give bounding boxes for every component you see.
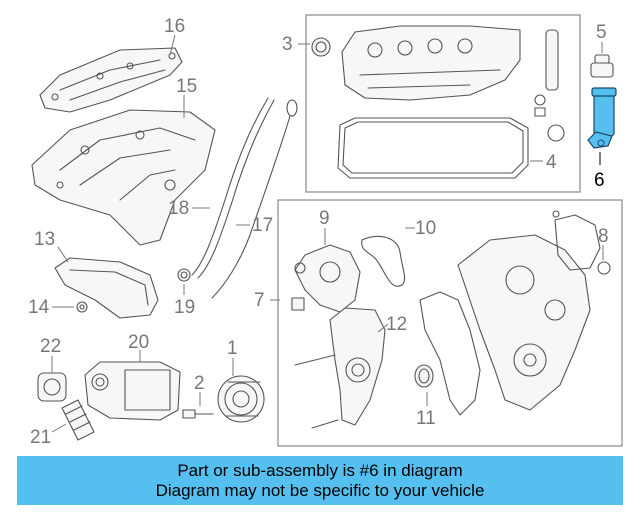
part-6-highlighted-part[interactable] — [587, 87, 617, 149]
callout-7[interactable]: 7 — [254, 290, 265, 311]
part-20-oil-filter-housing[interactable] — [84, 361, 181, 421]
callout-8[interactable]: 8 — [598, 226, 609, 247]
callout-21[interactable]: 21 — [30, 427, 51, 448]
callout-22[interactable]: 22 — [40, 336, 61, 357]
oil-filler-tube[interactable] — [534, 29, 559, 117]
part-22-oil-filter-cap[interactable] — [37, 372, 67, 402]
part-2-bolt[interactable] — [182, 409, 214, 419]
part-21-oil-filter[interactable] — [61, 399, 95, 441]
callout-16[interactable]: 16 — [164, 16, 185, 37]
part-9-water-pump-housing[interactable] — [291, 244, 361, 313]
timing-cover-gasket[interactable] — [419, 291, 481, 416]
callout-11[interactable]: 11 — [416, 408, 436, 429]
callout-13[interactable]: 13 — [34, 229, 55, 250]
callout-9[interactable]: 9 — [319, 208, 330, 229]
part-1-crank-pulley[interactable] — [217, 375, 265, 423]
callout-2[interactable]: 2 — [194, 373, 205, 394]
part-17-dipstick[interactable] — [211, 99, 298, 299]
part-12-water-pump[interactable] — [294, 307, 386, 429]
part-5-oil-filler-cap[interactable] — [590, 54, 614, 78]
part-8-gasket[interactable] — [552, 210, 611, 275]
callout-3[interactable]: 3 — [282, 34, 293, 55]
part-18-dipstick-tube[interactable] — [191, 97, 275, 279]
part-16-windage-tray[interactable] — [39, 47, 183, 113]
callout-6[interactable]: 6 — [594, 170, 605, 191]
banner-line-1: Part or sub-assembly is #6 in diagram — [177, 460, 463, 480]
callout-4[interactable]: 4 — [546, 152, 557, 173]
part-4-valve-cover-gasket[interactable] — [337, 117, 565, 179]
callout-18[interactable]: 18 — [168, 198, 189, 219]
timing-cover[interactable] — [457, 234, 591, 411]
timing-cover-group-box — [277, 199, 623, 447]
parts-diagram: 16 15 13 14 18 17 19 22 21 20 2 1 3 4 5 … — [28, 14, 623, 448]
part-13-lower-oil-pan[interactable] — [54, 257, 159, 319]
callout-14[interactable]: 14 — [28, 297, 50, 318]
part-19-o-ring[interactable] — [177, 268, 191, 282]
callout-20[interactable]: 20 — [128, 332, 149, 353]
valve-cover-group-box — [305, 14, 581, 193]
part-15-upper-oil-pan[interactable] — [31, 109, 216, 246]
info-banner: Part or sub-assembly is #6 in diagram Di… — [17, 456, 623, 505]
callout-10[interactable]: 10 — [415, 218, 436, 239]
part-11-seal[interactable] — [414, 364, 434, 388]
part-14-drain-plug[interactable] — [76, 301, 88, 313]
part-10-gasket[interactable] — [361, 235, 406, 287]
callout-17[interactable]: 17 — [252, 215, 273, 236]
callout-1[interactable]: 1 — [227, 338, 238, 359]
callout-12[interactable]: 12 — [386, 314, 407, 335]
callout-15[interactable]: 15 — [176, 76, 197, 97]
callout-19[interactable]: 19 — [174, 297, 195, 318]
banner-line-2: Diagram may not be specific to your vehi… — [155, 480, 485, 500]
part-3-valve-cover[interactable] — [311, 25, 521, 101]
callout-5[interactable]: 5 — [596, 22, 607, 43]
